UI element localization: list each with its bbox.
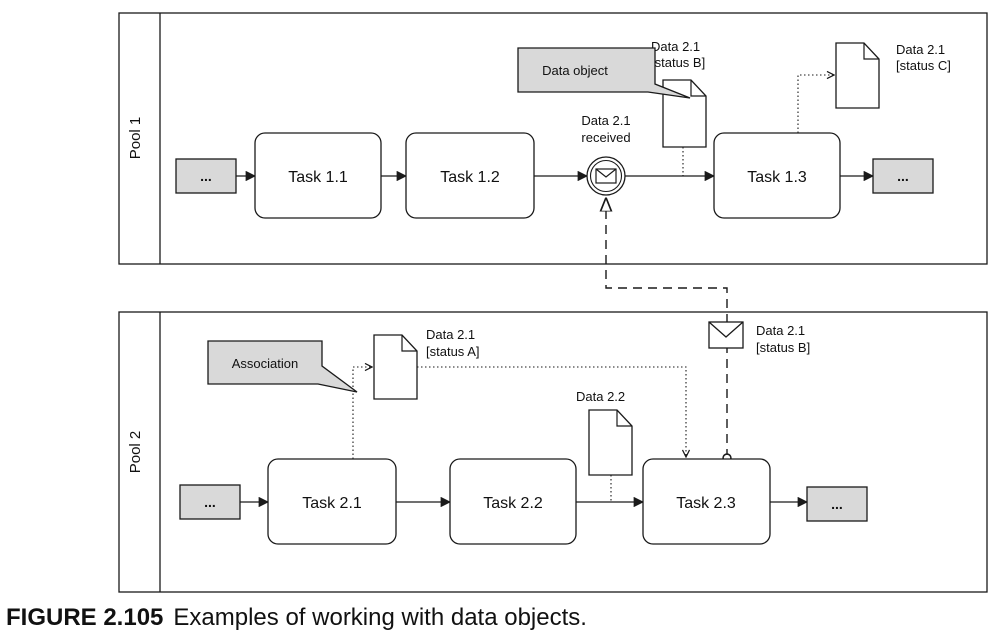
figure-caption-text: Examples of working with data objects. — [173, 604, 587, 631]
msg-line2: [status B] — [756, 340, 810, 355]
message-envelope-icon — [708, 321, 744, 349]
task-2-2-label: Task 2.2 — [483, 495, 543, 512]
figure-number: FIGURE 2.105 — [6, 604, 164, 631]
task-2-3[interactable]: Task 2.3 — [642, 458, 771, 545]
task-2-2[interactable]: Task 2.2 — [449, 458, 577, 545]
data-2-1-a-line1: Data 2.1 — [426, 327, 475, 342]
event-label-line2: received — [581, 130, 630, 145]
data-2-1-b-line1: Data 2.1 — [651, 39, 700, 54]
data-2-1-a-line2: [status A] — [426, 344, 479, 359]
message-flow-task-2-3-to-event — [606, 199, 727, 458]
task-2-3-label: Task 2.3 — [676, 495, 736, 512]
task-1-1[interactable]: Task 1.1 — [254, 132, 382, 219]
data-2-2-line1: Data 2.2 — [576, 389, 625, 404]
pool-2-end-ellipsis: ... — [806, 486, 868, 522]
pool-2-start-ellipsis: ... — [179, 484, 241, 520]
data-2-1-b-line2: [status B] — [651, 55, 705, 70]
svg-text:...: ... — [897, 168, 909, 184]
callout-association: Association — [207, 340, 358, 393]
pool-2-label: Pool 2 — [127, 431, 144, 474]
svg-text:...: ... — [831, 496, 843, 512]
data-object-2-1-status-c[interactable] — [835, 42, 880, 109]
event-label-line1: Data 2.1 — [581, 113, 630, 128]
pool-1-label: Pool 1 — [127, 117, 144, 160]
pool-1-end-ellipsis: ... — [872, 158, 934, 194]
figure-caption: FIGURE 2.105 Examples of working with dat… — [6, 604, 587, 632]
message-catch-event[interactable] — [586, 156, 626, 196]
task-1-2-label: Task 1.2 — [440, 169, 500, 186]
msg-line1: Data 2.1 — [756, 323, 805, 338]
task-2-1-label: Task 2.1 — [302, 495, 362, 512]
data-object-2-1-status-b[interactable] — [662, 79, 707, 148]
task-1-3[interactable]: Task 1.3 — [713, 132, 841, 219]
task-1-3-label: Task 1.3 — [747, 169, 807, 186]
data-object-2-2[interactable] — [588, 409, 633, 476]
envelope-icon — [595, 168, 617, 184]
pool-2: Pool 2 — [118, 311, 988, 593]
data-2-1-c-line2: [status C] — [896, 58, 951, 73]
callout-data-object-text: Data object — [542, 63, 608, 78]
svg-text:...: ... — [204, 494, 216, 510]
association-task-2-1-to-data-2-1-a — [352, 367, 372, 459]
data-2-1-c-line1: Data 2.1 — [896, 42, 945, 57]
task-2-1[interactable]: Task 2.1 — [267, 458, 397, 545]
svg-text:...: ... — [200, 168, 212, 184]
callout-data-object: Data object — [517, 47, 691, 99]
association-data-2-1-a-to-task-2-3 — [417, 366, 686, 457]
data-object-2-1-status-a[interactable] — [373, 334, 418, 400]
task-1-2[interactable]: Task 1.2 — [405, 132, 535, 219]
callout-association-text: Association — [232, 356, 298, 371]
task-1-1-label: Task 1.1 — [288, 169, 348, 186]
pool-1-start-ellipsis: ... — [175, 158, 237, 194]
